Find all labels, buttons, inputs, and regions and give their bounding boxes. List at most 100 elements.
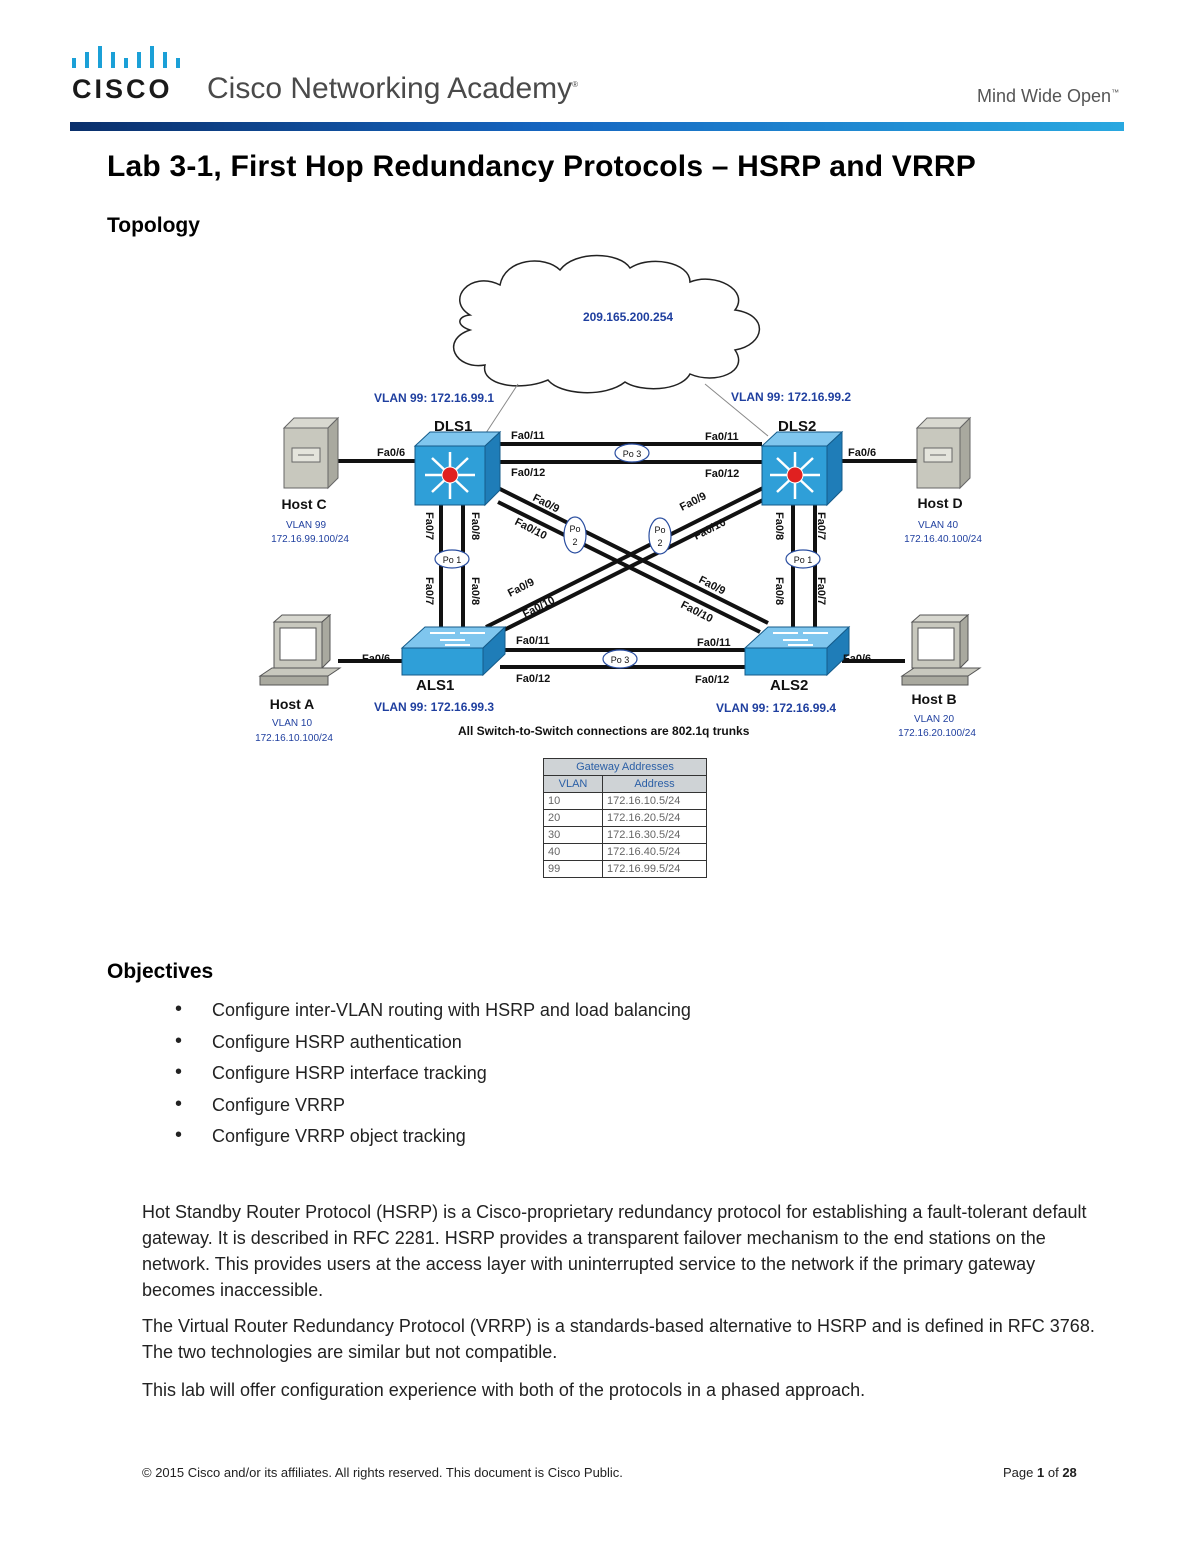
table-row: 20 172.16.20.5/24 <box>543 809 707 827</box>
host-b-pc-icon <box>900 613 982 686</box>
table-cell-address: 172.16.30.5/24 <box>602 826 707 844</box>
gateway-table-header-address: Address <box>602 775 707 793</box>
table-cell-vlan: 10 <box>543 792 603 810</box>
gateway-addresses-table: Gateway Addresses VLAN Address 10 172.16… <box>543 758 707 878</box>
table-row: 10 172.16.10.5/24 <box>543 792 707 810</box>
table-cell-address: 172.16.40.5/24 <box>602 843 707 861</box>
port-label-als1-fa09: Fa0/9 <box>506 576 537 599</box>
host-c-name: Host C <box>281 496 326 512</box>
dls1-switch-icon <box>413 430 502 507</box>
port-label-als2-fa012: Fa0/12 <box>695 674 729 686</box>
po2-left-ellipse <box>563 516 587 554</box>
host-d-ip: 172.16.40.100/24 <box>904 534 982 545</box>
po3-top-ellipse <box>614 443 650 463</box>
port-label-als2-fa011: Fa0/11 <box>697 637 731 649</box>
link-dls1-als2-fa09 <box>497 486 769 625</box>
port-label-dls2-fa07: Fa0/7 <box>815 512 827 540</box>
port-label-als2-fa010: Fa0/10 <box>679 599 715 625</box>
port-label-als1-fa012: Fa0/12 <box>516 673 550 685</box>
port-label-als1-fa011: Fa0/11 <box>516 635 550 647</box>
academy-name: Cisco Networking Academy® <box>207 72 579 105</box>
cloud-label: 209.165.200.254 <box>583 310 673 324</box>
table-row: 30 172.16.30.5/24 <box>543 826 707 844</box>
table-row: 40 172.16.40.5/24 <box>543 843 707 861</box>
host-b-ip: 172.16.20.100/24 <box>898 728 976 739</box>
link-dls2-als1-fa09 <box>485 486 764 629</box>
po3-top-label: Po 3 <box>623 449 642 459</box>
host-a-vlan: VLAN 10 <box>272 718 312 729</box>
header-gradient-bar <box>70 122 1124 131</box>
als1-label: ALS1 <box>416 677 454 694</box>
host-a-ip: 172.16.10.100/24 <box>255 733 333 744</box>
lab-approach-paragraph: This lab will offer configuration experi… <box>142 1380 866 1400</box>
table-row: 99 172.16.99.5/24 <box>543 860 707 878</box>
link-dls2-als1-fa010 <box>495 498 764 636</box>
port-label-dls1-fa012: Fa0/12 <box>511 467 545 479</box>
dls2-switch-icon <box>760 430 844 507</box>
host-d-vlan: VLAN 40 <box>918 520 958 531</box>
list-item: Configure inter-VLAN routing with HSRP a… <box>175 998 691 1032</box>
host-c-vlan: VLAN 99 <box>286 520 326 531</box>
po2-right-label-bottom: 2 <box>657 538 662 548</box>
topology-diagram: 209.165.200.254 Po 3 Po 3 Po 1 Po 1 Po <box>255 254 982 744</box>
als1-switch-icon <box>400 625 507 677</box>
list-item: Configure VRRP object tracking <box>175 1124 691 1158</box>
port-label-als2-fa06: Fa0/6 <box>843 653 871 665</box>
host-b-name: Host B <box>911 691 956 707</box>
table-cell-address: 172.16.10.5/24 <box>602 792 707 810</box>
dls2-label: DLS2 <box>778 418 816 435</box>
trunks-note: All Switch-to-Switch connections are 802… <box>458 724 750 738</box>
po2-left-label-bottom: 2 <box>572 537 577 547</box>
gateway-table-header-vlan: VLAN <box>543 775 603 793</box>
port-label-dls2-fa09: Fa0/9 <box>678 490 709 513</box>
po3-bottom-ellipse <box>602 649 638 669</box>
list-item: Configure HSRP interface tracking <box>175 1061 691 1095</box>
host-d-server-icon <box>915 416 972 490</box>
host-a-name: Host A <box>270 696 315 712</box>
cloud-link-dls2 <box>704 383 769 437</box>
als1-vlan99-label: VLAN 99: 172.16.99.3 <box>374 700 494 714</box>
po1-left-ellipse <box>434 549 470 569</box>
als2-switch-icon <box>743 625 851 677</box>
objectives-heading: Objectives <box>107 960 214 983</box>
table-cell-vlan: 30 <box>543 826 603 844</box>
table-cell-vlan: 20 <box>543 809 603 827</box>
als2-vlan99-label: VLAN 99: 172.16.99.4 <box>716 701 836 715</box>
host-b-vlan: VLAN 20 <box>914 714 954 725</box>
po3-bottom-label: Po 3 <box>611 655 630 665</box>
host-c-ip: 172.16.99.100/24 <box>271 534 349 545</box>
hsrp-paragraph: Hot Standby Router Protocol (HSRP) is a … <box>142 1202 1087 1300</box>
port-label-dls1-fa011: Fa0/11 <box>511 430 545 442</box>
po2-right-label-top: Po <box>654 525 665 535</box>
po1-right-ellipse <box>785 549 821 569</box>
port-label-dls1-fa06: Fa0/6 <box>377 447 405 459</box>
port-label-dls1-fa07: Fa0/7 <box>423 512 435 540</box>
gateway-table-caption: Gateway Addresses <box>543 758 707 776</box>
als2-label: ALS2 <box>770 677 808 694</box>
port-label-als2-fa07: Fa0/7 <box>815 577 827 605</box>
host-d-name: Host D <box>917 495 962 511</box>
port-label-als1-fa06: Fa0/6 <box>362 653 390 665</box>
vrrp-paragraph: The Virtual Router Redundancy Protocol (… <box>142 1316 1095 1362</box>
table-cell-vlan: 40 <box>543 843 603 861</box>
page-number: Page 1 of 28 <box>1003 1465 1077 1480</box>
port-label-als1-fa08: Fa0/8 <box>469 577 481 605</box>
host-c-server-icon <box>282 416 340 490</box>
cloud-icon <box>452 254 761 394</box>
dls1-label: DLS1 <box>434 418 472 435</box>
po1-right-label: Po 1 <box>794 555 813 565</box>
port-label-als2-fa08: Fa0/8 <box>773 577 785 605</box>
host-a-pc-icon <box>258 613 342 686</box>
cloud-link-dls1 <box>483 383 519 437</box>
list-item: Configure VRRP <box>175 1093 691 1127</box>
page-title: Lab 3-1, First Hop Redundancy Protocols … <box>107 150 976 183</box>
po2-left-label-top: Po <box>569 524 580 534</box>
port-label-dls2-fa012: Fa0/12 <box>705 468 739 480</box>
dls2-vlan99-label: VLAN 99: 172.16.99.2 <box>731 390 851 404</box>
table-cell-address: 172.16.20.5/24 <box>602 809 707 827</box>
table-cell-vlan: 99 <box>543 860 603 878</box>
port-label-als1-fa07: Fa0/7 <box>423 577 435 605</box>
table-cell-address: 172.16.99.5/24 <box>602 860 707 878</box>
objectives-list: Configure inter-VLAN routing with HSRP a… <box>175 998 691 1158</box>
po1-left-label: Po 1 <box>443 555 462 565</box>
